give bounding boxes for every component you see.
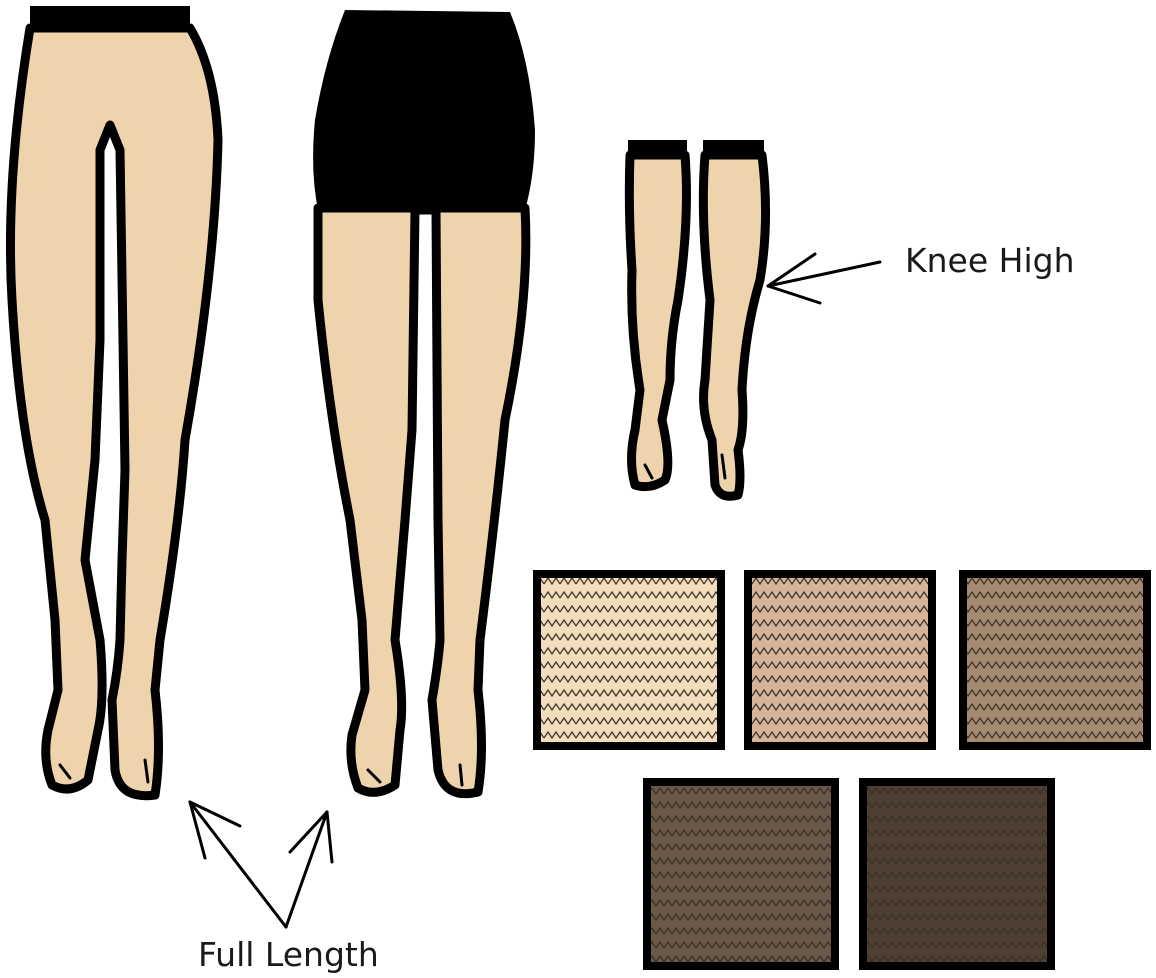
full-length-label: Full Length bbox=[198, 935, 379, 974]
full-length-with-skirt bbox=[313, 10, 535, 794]
full-length-arrows bbox=[190, 802, 332, 927]
full-length-pantyhose bbox=[10, 6, 218, 796]
knee-high-stockings bbox=[628, 140, 766, 496]
knee-high-right-band bbox=[703, 140, 764, 158]
knee-high-arrow bbox=[768, 254, 880, 303]
color-swatches bbox=[537, 574, 1147, 966]
mini-skirt bbox=[313, 10, 535, 210]
knee-high-left-band bbox=[628, 140, 687, 158]
knee-high-label: Knee High bbox=[905, 241, 1075, 280]
pantyhose-waistband bbox=[30, 6, 190, 30]
